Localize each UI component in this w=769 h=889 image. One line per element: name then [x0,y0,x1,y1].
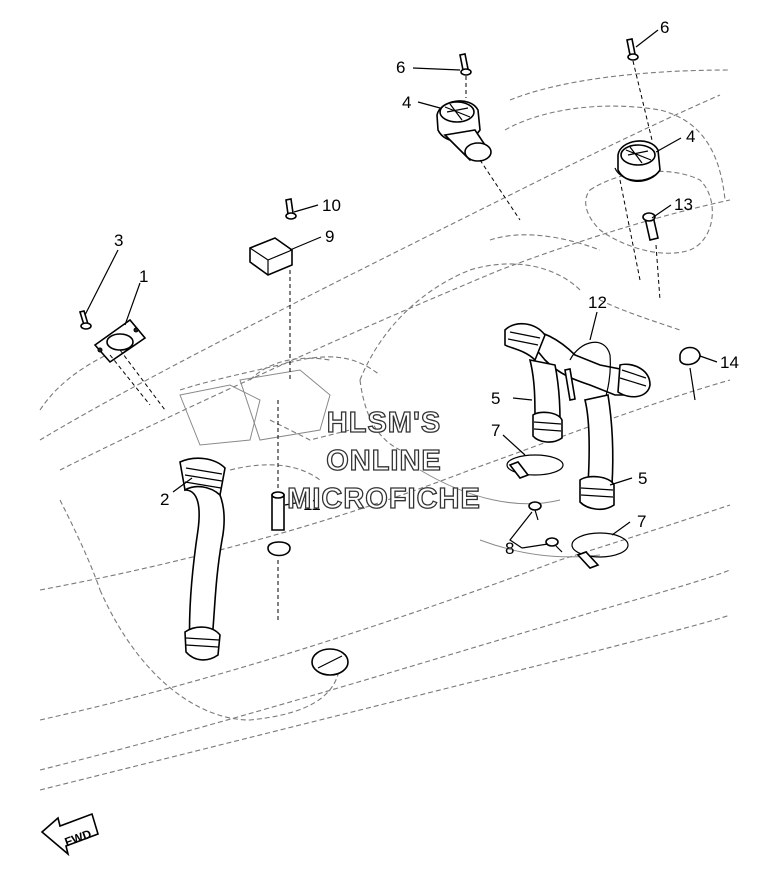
callout-4-right: 4 [686,127,695,146]
part-6-rivet-left [459,53,472,76]
part-12-hose [504,322,651,398]
callout-5-upper: 5 [491,389,500,408]
callout-8: 8 [505,539,514,558]
callout-6-left: 6 [396,58,405,77]
part-4-intake-left [436,100,521,221]
callout-1: 1 [139,267,148,286]
watermark: HLSM'S ONLINE MICROFICHE [287,406,481,515]
callout-10: 10 [322,196,341,215]
part-2-hose [179,457,226,661]
part-6-rivet-right [626,38,639,61]
callout-9: 9 [325,227,334,246]
part-11-fastener [267,400,291,620]
part-14-clip [679,346,701,401]
part-10-rivet [285,198,297,220]
watermark-line-1: HLSM'S [327,407,441,439]
callout-4-left: 4 [402,93,411,112]
callout-13: 13 [674,195,693,214]
leader-lines [84,29,718,549]
part-7-clamp-upper [506,454,564,479]
part-1-flange [93,318,166,411]
part-8-screw-upper [528,501,542,521]
ref-line-rivet6-right [632,60,653,141]
callout-11: 11 [303,495,321,514]
part-5-hose-upper [528,358,563,443]
callout-7-lower: 7 [637,512,646,531]
part-4-intake-right [614,140,661,281]
part-8-screw-lower [545,537,563,553]
callout-14: 14 [720,353,739,372]
callout-5-lower: 5 [638,469,647,488]
air-duct [179,357,351,446]
part-3-rivet [78,310,92,330]
callout-12: 12 [588,293,607,312]
watermark-line-3: MICROFICHE [287,483,481,515]
callout-labels: 1 2 3 4 4 5 5 6 6 7 7 8 9 10 11 12 13 14 [114,18,739,558]
part-13-fitting [642,212,661,301]
fwd-badge: FWD [40,812,99,857]
hull-outline [39,69,731,791]
callout-7-upper: 7 [491,421,500,440]
part-9-block [249,237,293,276]
callout-2: 2 [160,490,169,509]
watermark-line-2: ONLINE [326,445,442,477]
fwd-arrow-icon [40,812,99,857]
part-7-clamp-lower [571,532,629,569]
part-5-hose-lower [579,394,615,511]
callout-3: 3 [114,231,123,250]
callout-6-right: 6 [660,18,669,37]
drain-plug [311,648,349,676]
